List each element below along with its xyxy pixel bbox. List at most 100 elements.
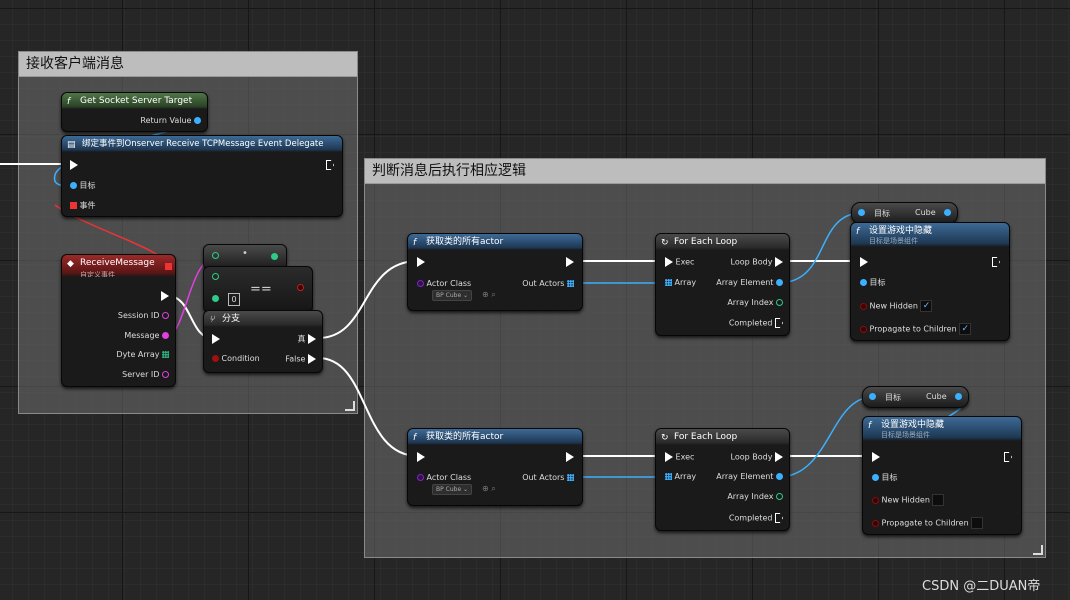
pin-class-icon[interactable] xyxy=(417,474,424,481)
exec-out-icon[interactable] xyxy=(161,291,169,301)
exec-in-icon[interactable] xyxy=(665,257,673,267)
pin-b-icon[interactable] xyxy=(212,295,219,302)
pin-int-icon[interactable] xyxy=(162,312,169,319)
exec-out-icon[interactable] xyxy=(566,257,574,267)
node-title: ReceiveMessage xyxy=(80,258,155,268)
pin-delegate-icon[interactable] xyxy=(70,202,77,209)
node-bind-event[interactable]: ▤ 绑定事件到Onserver Receive TCPMessage Event … xyxy=(61,135,343,217)
pin-output-icon[interactable] xyxy=(944,209,951,216)
wire-true-getall xyxy=(317,260,419,339)
pin-array-icon[interactable] xyxy=(567,474,574,481)
exec-in-icon[interactable] xyxy=(417,257,425,267)
node-branch[interactable]: ⑂分支 真 Condition False xyxy=(203,310,323,373)
pin-array-icon[interactable] xyxy=(665,473,672,480)
exec-false-icon[interactable] xyxy=(308,354,316,364)
pin-bool-icon[interactable] xyxy=(860,325,867,333)
value-box[interactable]: 0 xyxy=(228,293,240,306)
new-hidden-checkbox[interactable] xyxy=(932,494,945,506)
exec-out-icon[interactable] xyxy=(1004,452,1012,462)
exec-completed-icon[interactable] xyxy=(775,513,783,523)
pin-object-icon[interactable] xyxy=(869,393,876,400)
event-diamond-icon: ◆ xyxy=(67,259,74,269)
pin-bool-icon[interactable] xyxy=(860,302,867,310)
pin-result-icon[interactable] xyxy=(297,284,304,291)
wire-false-getall xyxy=(317,357,419,457)
pin-label: Array Element xyxy=(716,472,774,481)
delegate-square-icon[interactable] xyxy=(165,263,172,270)
comment-title: 接收客户端消息 xyxy=(19,52,357,77)
node-for-each-loop-top[interactable]: ↻For Each Loop Exec Loop Body Array Arra… xyxy=(655,233,790,336)
pin-int-icon[interactable] xyxy=(776,299,783,306)
exec-out-icon[interactable] xyxy=(992,257,1000,267)
pin-label: Message xyxy=(124,331,160,340)
pin-object-icon[interactable] xyxy=(194,117,201,124)
event-icon: ▤ xyxy=(67,140,76,150)
node-for-each-loop-bottom[interactable]: ↻For Each Loop Exec Loop Body Array Arra… xyxy=(655,428,790,531)
pin-label: Out Actors xyxy=(522,279,565,288)
pin-string-icon[interactable] xyxy=(162,332,169,339)
watermark: CSDN @二DUAN帝 xyxy=(922,579,1041,594)
pin-output-icon[interactable] xyxy=(271,253,278,260)
pin-object-icon[interactable] xyxy=(872,474,879,481)
pin-object-icon[interactable] xyxy=(70,182,77,189)
pin-label: Actor Class xyxy=(426,473,472,482)
resize-handle[interactable] xyxy=(1033,545,1043,555)
exec-true-icon[interactable] xyxy=(308,334,316,344)
exec-in-icon[interactable] xyxy=(417,452,425,462)
pin-label: 目标 xyxy=(881,473,898,482)
node-get-element[interactable]: • xyxy=(203,244,287,270)
node-get-cube-bottom[interactable]: 目标 Cube xyxy=(862,386,969,408)
node-get-cube-top[interactable]: 目标 Cube xyxy=(851,202,958,224)
pin-bool-icon[interactable] xyxy=(872,519,879,527)
exec-out-icon[interactable] xyxy=(326,160,334,170)
browse-icons[interactable]: ⊕ ⌕ xyxy=(482,290,496,299)
exec-in-icon[interactable] xyxy=(70,160,78,170)
dropdown-value: BP Cube xyxy=(436,486,462,493)
pin-input-icon[interactable] xyxy=(212,252,219,259)
node-equal[interactable]: 0 == xyxy=(203,266,313,313)
pin-bool-icon[interactable] xyxy=(872,496,879,504)
node-title: 设置游戏中隐藏 xyxy=(881,420,945,430)
node-title: 分支 xyxy=(222,314,241,324)
pin-object-icon[interactable] xyxy=(858,209,865,216)
node-title: 绑定事件到Onserver Receive TCPMessage Event D… xyxy=(82,139,324,149)
node-title: Get Socket Server Target xyxy=(80,96,193,106)
pin-label: Dyte Array xyxy=(116,350,160,359)
exec-completed-icon[interactable] xyxy=(775,318,783,328)
pin-int-icon[interactable] xyxy=(162,371,169,378)
pin-object-icon[interactable] xyxy=(860,279,867,286)
propagate-checkbox[interactable]: ✓ xyxy=(959,323,972,335)
exec-body-icon[interactable] xyxy=(775,452,783,462)
pin-a-icon[interactable] xyxy=(212,273,219,280)
wire-element-bot xyxy=(777,396,873,478)
exec-in-icon[interactable] xyxy=(872,452,880,462)
exec-in-icon[interactable] xyxy=(860,257,868,267)
pin-class-icon[interactable] xyxy=(417,280,424,287)
pin-array-icon[interactable] xyxy=(567,280,574,287)
exec-in-icon[interactable] xyxy=(665,452,673,462)
pin-output-icon[interactable] xyxy=(955,393,962,400)
pin-array-icon[interactable] xyxy=(665,279,672,286)
pin-bool-icon[interactable] xyxy=(212,355,219,362)
pin-label: Actor Class xyxy=(426,279,472,288)
pin-array-icon[interactable] xyxy=(162,351,169,358)
variable-label: Cube xyxy=(926,392,947,401)
browse-icons[interactable]: ⊕ ⌕ xyxy=(482,484,496,493)
pin-int-icon[interactable] xyxy=(776,493,783,500)
exec-out-icon[interactable] xyxy=(566,452,574,462)
pin-object-icon[interactable] xyxy=(776,279,783,286)
pin-object-icon[interactable] xyxy=(776,473,783,480)
actor-class-dropdown[interactable]: BP Cube ⌄ xyxy=(432,484,473,495)
actor-class-dropdown[interactable]: BP Cube ⌄ xyxy=(432,290,473,301)
new-hidden-checkbox[interactable]: ✓ xyxy=(920,300,933,312)
exec-in-icon[interactable] xyxy=(212,334,220,344)
exec-body-icon[interactable] xyxy=(775,257,783,267)
resize-handle[interactable] xyxy=(345,401,355,411)
propagate-checkbox[interactable] xyxy=(971,517,984,529)
